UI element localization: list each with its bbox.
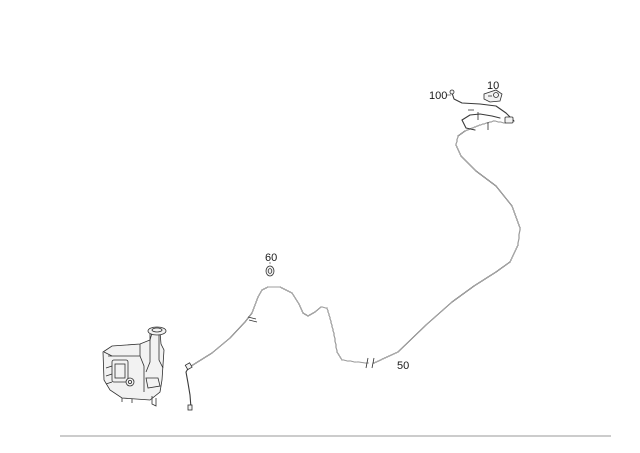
washer-reservoir [102, 326, 167, 407]
callout-60: 60 [265, 252, 277, 264]
leader-lines [269, 94, 451, 264]
callout-50: 50 [397, 360, 409, 372]
grommet [265, 265, 275, 277]
callout-100: 100 [429, 90, 447, 102]
hose-clips [184, 316, 258, 411]
washer-hose [185, 120, 521, 409]
washer-nozzle [483, 89, 503, 103]
nozzle-hose-branch [449, 89, 515, 131]
callout-10: 10 [487, 80, 499, 92]
